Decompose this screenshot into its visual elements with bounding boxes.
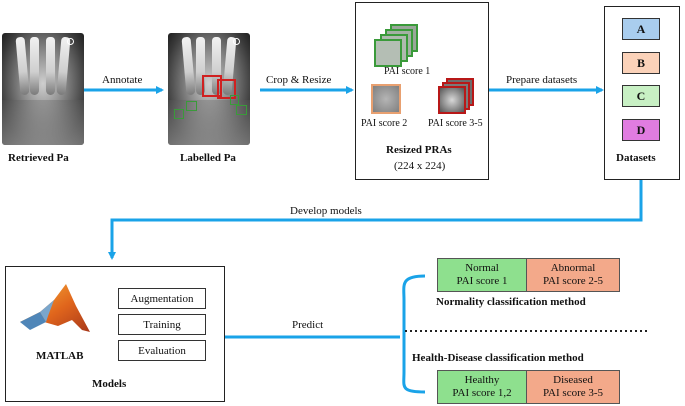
dataset-d: D	[622, 119, 660, 141]
normal-class-name: Normal	[465, 262, 499, 274]
pra-stack-score35	[438, 78, 474, 114]
pra-score2-label: PAI score 2	[361, 118, 408, 129]
health-method-label: Health-Disease classification method	[412, 352, 584, 364]
pras-title: Resized PRAs	[386, 144, 452, 156]
normal-class-box: Normal PAI score 1	[437, 258, 527, 292]
abnormal-class-score: PAI score 2-5	[542, 275, 604, 287]
annotate-label: Annotate	[102, 74, 143, 86]
retrieved-radiograph-image	[2, 33, 84, 145]
retrieved-label: Retrieved Pa	[8, 152, 69, 164]
annotation-box-red	[217, 79, 236, 99]
pra-stack-score1	[374, 24, 434, 67]
annotation-box-red	[202, 75, 222, 97]
normality-method-label: Normality classification method	[436, 296, 586, 308]
healthy-class-score: PAI score 1,2	[452, 387, 512, 399]
annotation-box-green	[230, 95, 239, 105]
dataset-a: A	[622, 18, 660, 40]
models-title: Models	[92, 378, 127, 390]
develop-arrow	[108, 178, 643, 260]
diseased-class-name: Diseased	[553, 374, 593, 386]
pra-score1-label: PAI score 1	[384, 66, 431, 77]
evaluation-step: Evaluation	[118, 340, 206, 361]
healthy-class-name: Healthy	[464, 374, 500, 386]
annotation-box-green	[186, 101, 197, 111]
abnormal-class-box: Abnormal PAI score 2-5	[526, 258, 620, 292]
matlab-label: MATLAB	[36, 350, 84, 362]
prepare-datasets-label: Prepare datasets	[506, 74, 578, 86]
labelled-label: Labelled Pa	[180, 152, 236, 164]
abnormal-class-name: Abnormal	[550, 262, 596, 274]
result-bracket	[402, 274, 426, 394]
training-step: Training	[118, 314, 206, 335]
datasets-title: Datasets	[616, 152, 656, 164]
diseased-class-score: PAI score 3-5	[542, 387, 604, 399]
matlab-logo	[20, 284, 90, 332]
develop-models-label: Develop models	[290, 205, 362, 217]
diseased-class-box: Diseased PAI score 3-5	[526, 370, 620, 404]
pra-score35-label: PAI score 3-5	[428, 118, 483, 129]
pra-patch-score2	[371, 84, 401, 114]
healthy-class-box: Healthy PAI score 1,2	[437, 370, 527, 404]
augmentation-step: Augmentation	[118, 288, 206, 309]
annotation-box-green	[236, 105, 247, 115]
crop-resize-label: Crop & Resize	[266, 74, 332, 86]
annotation-box-green	[174, 109, 184, 119]
pras-size: (224 x 224)	[394, 160, 446, 172]
dataset-c: C	[622, 85, 660, 107]
normal-class-score: PAI score 1	[456, 275, 508, 287]
predict-label: Predict	[292, 319, 324, 331]
dataset-b: B	[622, 52, 660, 74]
labelled-radiograph-image	[168, 33, 250, 145]
